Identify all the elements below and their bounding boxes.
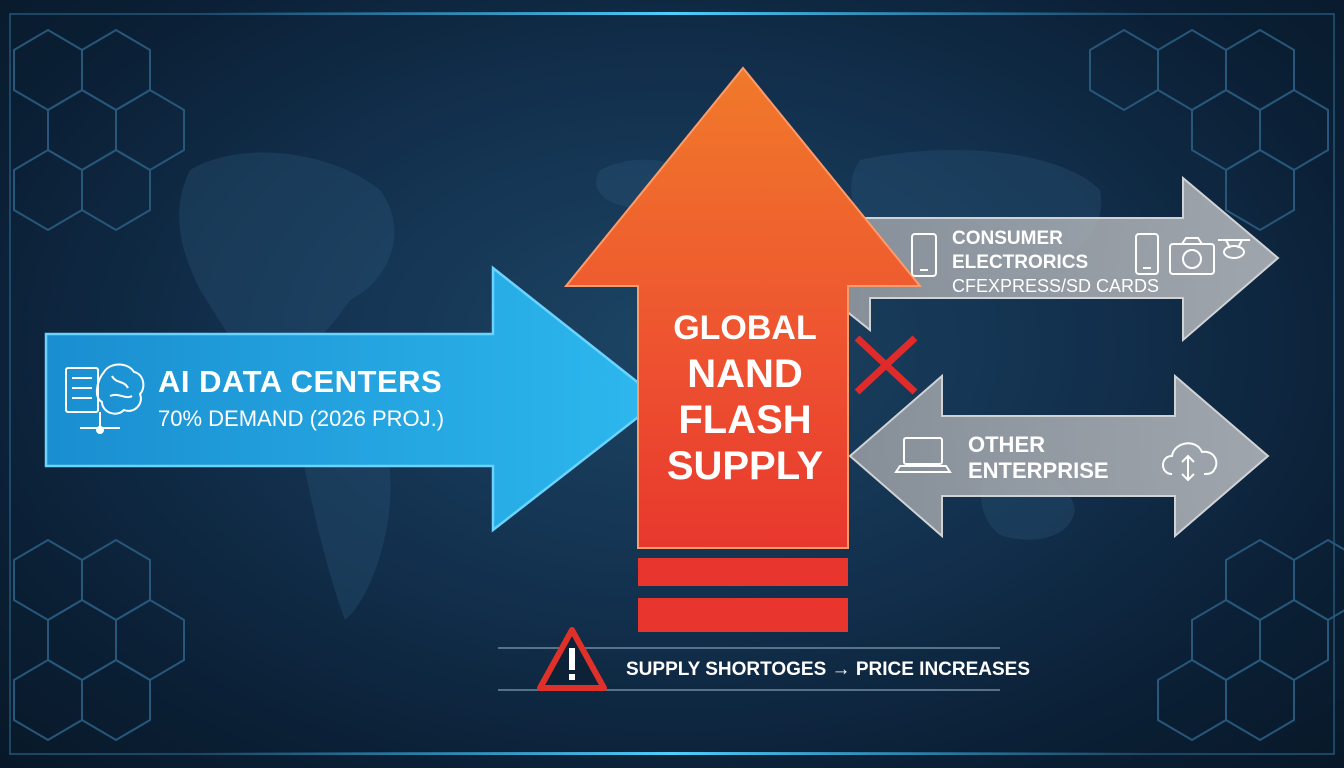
smartphone-icon: [1135, 233, 1159, 275]
warning-text: SUPPLY SHORTOGES → PRICE INCREASES: [626, 659, 1031, 680]
camera-icon: [1169, 237, 1215, 275]
cloud-sync-icon: [1162, 442, 1218, 482]
laptop-icon: [894, 437, 952, 473]
ai-data-centers-arrow: [44, 265, 663, 533]
consumer-electronics-arrow: [843, 175, 1280, 343]
other-label-line-2: ENTERPRISE: [968, 458, 1109, 483]
x-mark-icon: [854, 335, 918, 395]
supply-base-bar: [638, 558, 848, 586]
global-nand-supply-arrow: [563, 66, 923, 549]
center-label-line-4: SUPPLY: [666, 444, 824, 488]
consumer-label-line-1: CONSUMER: [952, 228, 1063, 249]
center-label-line-1: GLOBAL: [673, 309, 817, 347]
warning-icon: [537, 627, 607, 691]
ai-data-centers-demand: 70% DEMAND (2026 PROJ.): [158, 406, 445, 431]
hexagon-pattern-bottom-left: [13, 538, 185, 742]
center-label-line-3: FLASH: [678, 398, 812, 442]
center-label-line-2: NAND: [687, 352, 803, 396]
hexagon-pattern-top-right: [1089, 28, 1329, 232]
drone-icon: [1218, 239, 1250, 259]
consumer-label-line-3: CFEXPRESS/SD CARDS: [952, 276, 1160, 296]
hexagon-pattern-top-left: [13, 28, 185, 232]
other-enterprise-arrow: [848, 373, 1270, 539]
other-label-line-1: OTHER: [968, 432, 1045, 457]
ai-data-centers-title: AI DATA CENTERS: [158, 364, 443, 399]
consumer-label-line-2: ELECTRORICS: [952, 252, 1089, 273]
frame: [9, 12, 1335, 755]
smartphone-icon: [911, 233, 937, 277]
hexagon-pattern-bottom-right: [1157, 538, 1344, 742]
server-brain-icon: [65, 363, 145, 434]
supply-base-bar: [638, 598, 848, 632]
